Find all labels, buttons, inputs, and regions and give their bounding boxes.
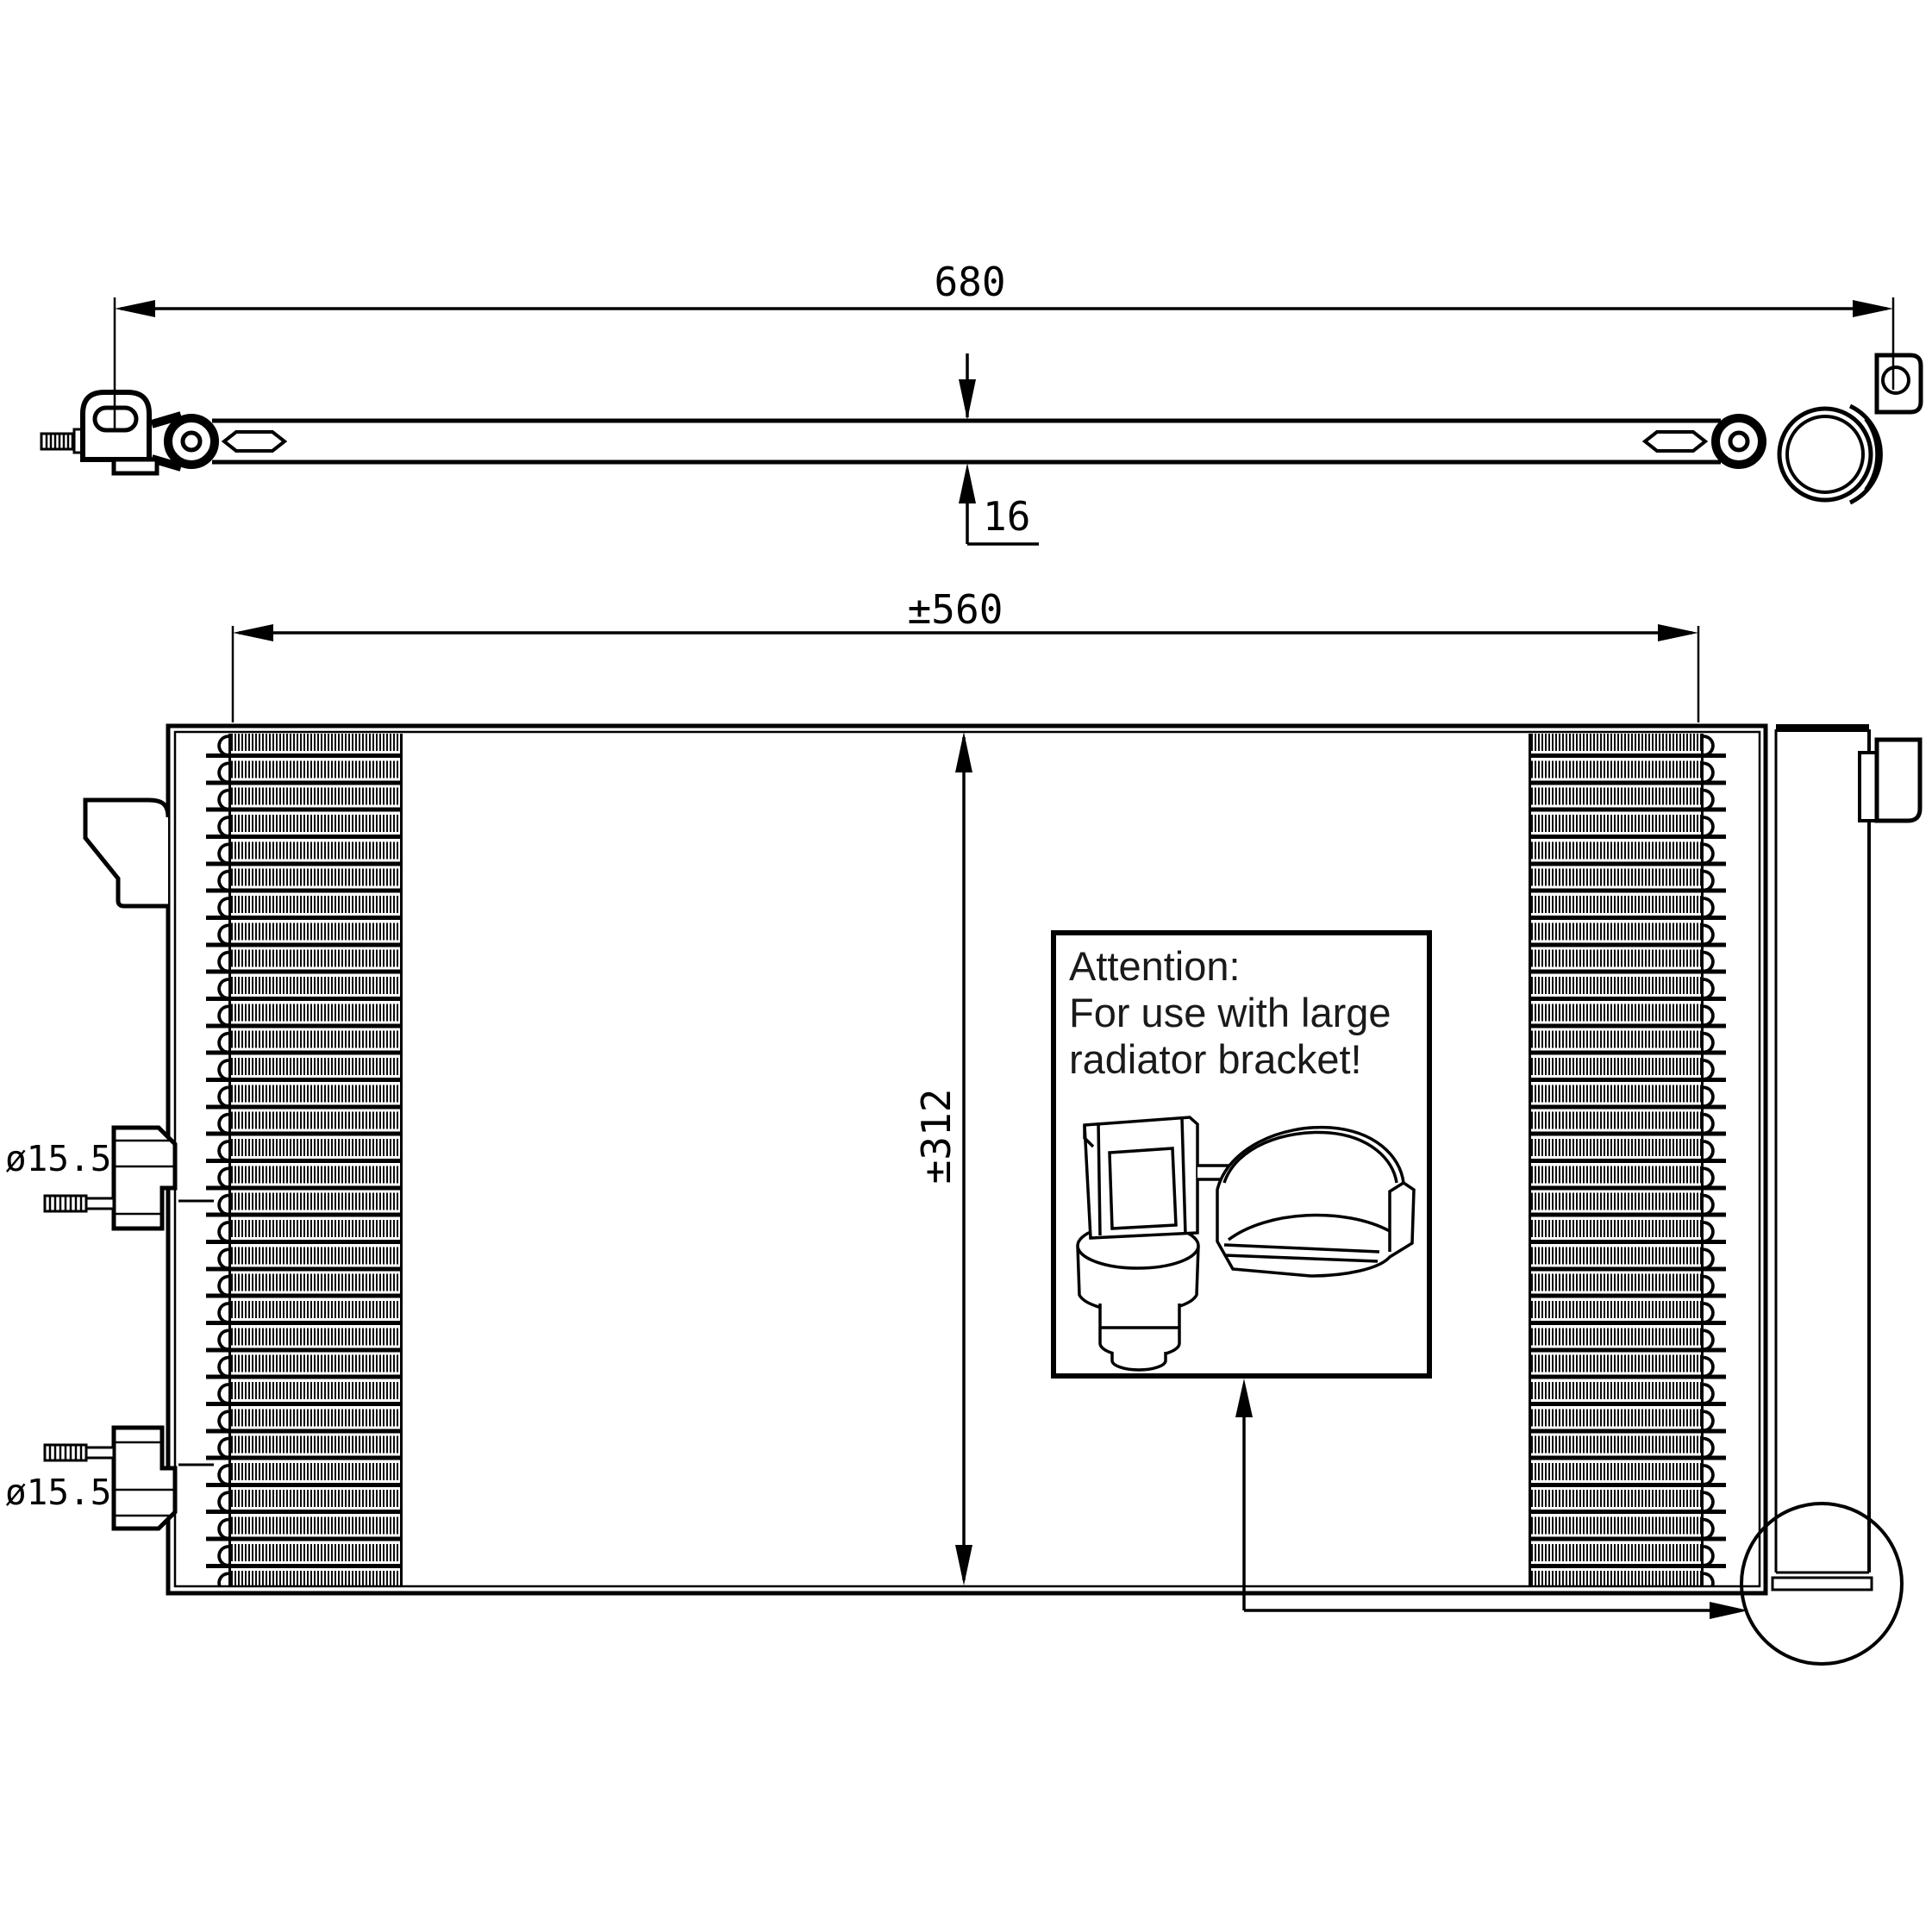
attention-note-line1: Attention: [1069, 943, 1241, 989]
dimension-312 [955, 732, 972, 1585]
callout-leader [1235, 1379, 1748, 1619]
receiver-drier [1771, 724, 1873, 1591]
top-right-tab [1858, 737, 1923, 823]
attention-note: Attention: For use with large radiator b… [1069, 943, 1418, 1083]
top-view-left-bracket [40, 390, 219, 476]
top-view [40, 353, 1923, 505]
left-fin-band [228, 734, 403, 1586]
front-view [43, 723, 1923, 1666]
detail-callout-circle [1740, 1502, 1904, 1666]
attention-note-line2: For use with large [1069, 990, 1391, 1035]
upper-port-fitting [43, 1125, 214, 1231]
lower-port-diameter-label: ø15.5 [5, 1472, 112, 1513]
dimension-label-core-width: ±560 [907, 586, 1004, 633]
attention-note-line3: radiator bracket! [1069, 1036, 1362, 1082]
dimension-label-thickness: 16 [983, 493, 1031, 540]
left-fin-scallops [204, 734, 228, 1586]
right-fin-scallops [1704, 734, 1728, 1586]
dimension-560 [231, 624, 1700, 722]
upper-port-diameter-label: ø15.5 [5, 1138, 112, 1179]
dimension-label-core-height: ±312 [913, 1088, 960, 1185]
attention-box [1051, 930, 1748, 1619]
lower-port-fitting [43, 1425, 214, 1531]
front-view-top-left-tab [83, 797, 171, 909]
bracket-illustration [1076, 1116, 1416, 1372]
dimension-label-overall-width: 680 [934, 259, 1006, 305]
dimension-680 [113, 297, 1895, 428]
top-view-right-end [1711, 353, 1923, 505]
right-fin-band [1529, 734, 1704, 1586]
dimension-16 [959, 353, 1039, 546]
